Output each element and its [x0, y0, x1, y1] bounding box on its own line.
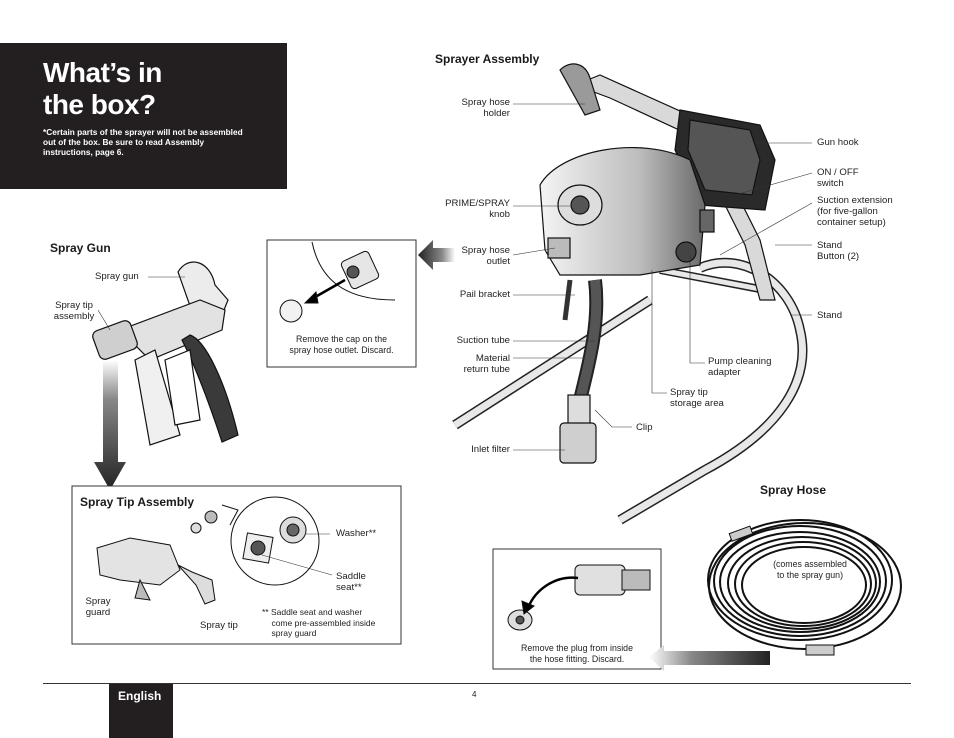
cap-illustration: [279, 241, 396, 323]
saddle-footnote: ** Saddle seat and washer come pre-assem…: [262, 607, 376, 638]
label-material-return-tube: Material return tube: [463, 353, 510, 375]
label-suction-extension: Suction extension (for five-gallon conta…: [817, 195, 893, 228]
label-clip: Clip: [636, 422, 653, 433]
cap-arrow: [418, 240, 455, 270]
language-tab: English: [109, 684, 173, 738]
plug-illustration: [507, 564, 651, 631]
label-suction-tube: Suction tube: [456, 335, 510, 346]
label-inlet-filter: Inlet filter: [471, 444, 510, 455]
label-prime-spray-knob: PRIME/SPRAY knob: [445, 198, 510, 220]
spray-gun-leaders: [97, 276, 185, 331]
spray-hose-illustration: [707, 519, 902, 656]
footer-divider: [43, 683, 911, 684]
label-spray-hose-holder: Spray hose holder: [461, 97, 510, 119]
label-spray-gun: Spray gun: [95, 271, 139, 282]
label-washer: Washer**: [336, 528, 377, 539]
sprayer-assembly-heading: Sprayer Assembly: [435, 52, 540, 66]
label-spray-tip: Spray tip: [200, 620, 238, 631]
sprayer-illustration: [452, 63, 808, 525]
plug-removal-note: Remove the plug from inside the hose fit…: [521, 643, 633, 664]
label-pail-bracket: Pail bracket: [459, 289, 510, 300]
hose-assembled-note: (comes assembled to the spray gun): [773, 559, 847, 580]
label-spray-guard: Spray guard: [85, 596, 111, 618]
label-stand-button: Stand Button (2): [817, 240, 860, 262]
label-spray-tip-storage: Spray tip storage area: [670, 387, 724, 409]
spray-gun-down-arrow: [94, 360, 126, 490]
spray-tip-assembly-heading: Spray Tip Assembly: [80, 495, 195, 509]
sprayer-leaders: [512, 103, 813, 451]
page-number: 4: [472, 690, 477, 699]
label-spray-hose-outlet: Spray hose outlet: [461, 245, 510, 267]
spray-tip-assembly-illustration: [96, 496, 320, 605]
cap-removal-note: Remove the cap on the spray hose outlet.…: [289, 334, 394, 355]
label-pump-cleaning-adapter: Pump cleaning adapter: [708, 356, 772, 378]
spray-gun-illustration: [92, 261, 239, 446]
label-stand: Stand: [817, 310, 843, 321]
spray-gun-heading: Spray Gun: [50, 241, 111, 255]
label-gun-hook: Gun hook: [817, 137, 859, 148]
label-saddle-seat: Saddle seat**: [336, 571, 366, 593]
plug-arrow: [649, 645, 770, 671]
label-on-off-switch: ON / OFF switch: [817, 167, 859, 189]
spray-hose-heading: Spray Hose: [760, 483, 827, 497]
assembly-note: *Certain parts of the sprayer will not b…: [43, 127, 243, 157]
label-spray-tip-assembly: Spray tip assembly: [53, 300, 95, 322]
spray-tip-leaders: [261, 533, 333, 576]
